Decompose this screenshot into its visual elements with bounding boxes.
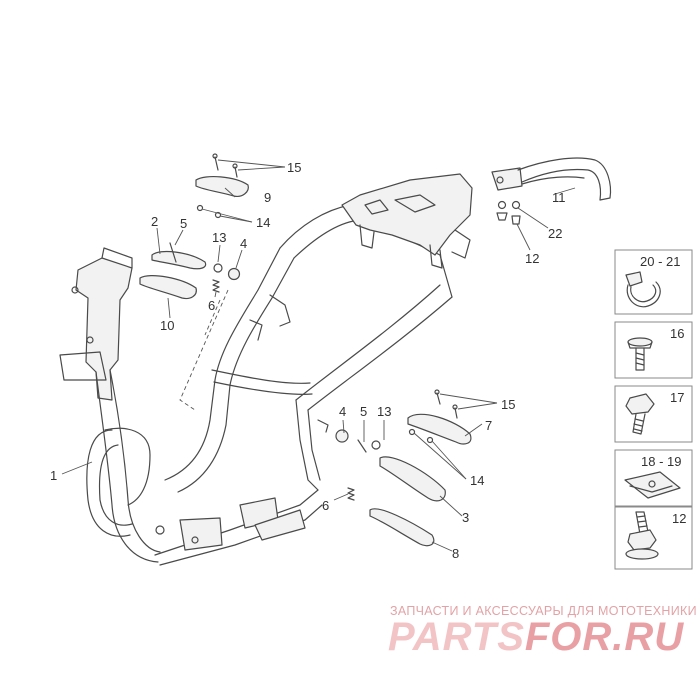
main-frame — [59, 173, 473, 566]
inset-label-20-21: 20 - 21 — [640, 254, 680, 269]
flange-bolt-icon — [625, 511, 659, 560]
watermark-logo: PARTSFOR.RU — [388, 615, 688, 659]
inset-screw: 16 — [614, 321, 693, 379]
inset-label-17: 17 — [670, 390, 684, 405]
callout-7: 7 — [485, 418, 492, 433]
fastener-insets: 20 - 21 16 17 — [614, 249, 693, 570]
callout-12-handle: 12 — [525, 251, 539, 266]
callout-22: 22 — [548, 226, 562, 241]
rear-grab-handle — [491, 157, 612, 201]
hose-clamp-icon — [625, 271, 661, 308]
inset-label-16: 16 — [670, 326, 684, 341]
inset-hose-clamp: 20 - 21 — [614, 249, 693, 315]
callout-9: 9 — [264, 190, 271, 205]
clip-nut-icon — [624, 471, 681, 499]
callout-labels: 1 2 5 13 4 6 10 9 15 14 11 22 12 15 7 14… — [50, 160, 566, 561]
callout-13-bottom: 13 — [377, 404, 391, 419]
callout-3: 3 — [462, 510, 469, 525]
callout-5-bottom: 5 — [360, 404, 367, 419]
callout-13-top: 13 — [212, 230, 226, 245]
callout-1: 1 — [50, 468, 57, 483]
right-lower-parts — [335, 389, 472, 547]
callout-11: 11 — [552, 190, 566, 205]
callout-4-top: 4 — [240, 236, 247, 251]
watermark-logo-left: PARTS — [388, 615, 525, 659]
callout-6-top: 6 — [208, 298, 215, 313]
inset-bolt: 17 — [614, 385, 693, 443]
callout-5-top: 5 — [180, 216, 187, 231]
watermark-caption: ЗАПЧАСТИ И АКСЕССУАРЫ ДЛЯ МОТОТЕХНИКИ — [390, 604, 697, 618]
callout-8: 8 — [452, 546, 459, 561]
callout-15-bottom: 15 — [501, 397, 515, 412]
callout-15-top: 15 — [287, 160, 301, 175]
bolt-icon — [625, 393, 655, 435]
handle-fasteners — [496, 200, 521, 225]
screw-icon — [627, 337, 653, 371]
callout-14-bottom: 14 — [470, 473, 484, 488]
callout-14-top: 14 — [256, 215, 270, 230]
callout-4-bottom: 4 — [339, 404, 346, 419]
inset-label-12: 12 — [672, 511, 686, 526]
inset-clip-nut: 18 - 19 — [614, 449, 693, 507]
inset-label-18-19: 18 - 19 — [641, 454, 681, 469]
callout-6-bottom: 6 — [322, 498, 329, 513]
callout-10: 10 — [160, 318, 174, 333]
watermark-logo-right: FOR.RU — [524, 615, 685, 659]
callout-2: 2 — [151, 214, 158, 229]
leader-lines — [61, 159, 576, 552]
left-upper-parts — [139, 153, 249, 300]
inset-flange-bolt: 12 — [614, 506, 693, 570]
